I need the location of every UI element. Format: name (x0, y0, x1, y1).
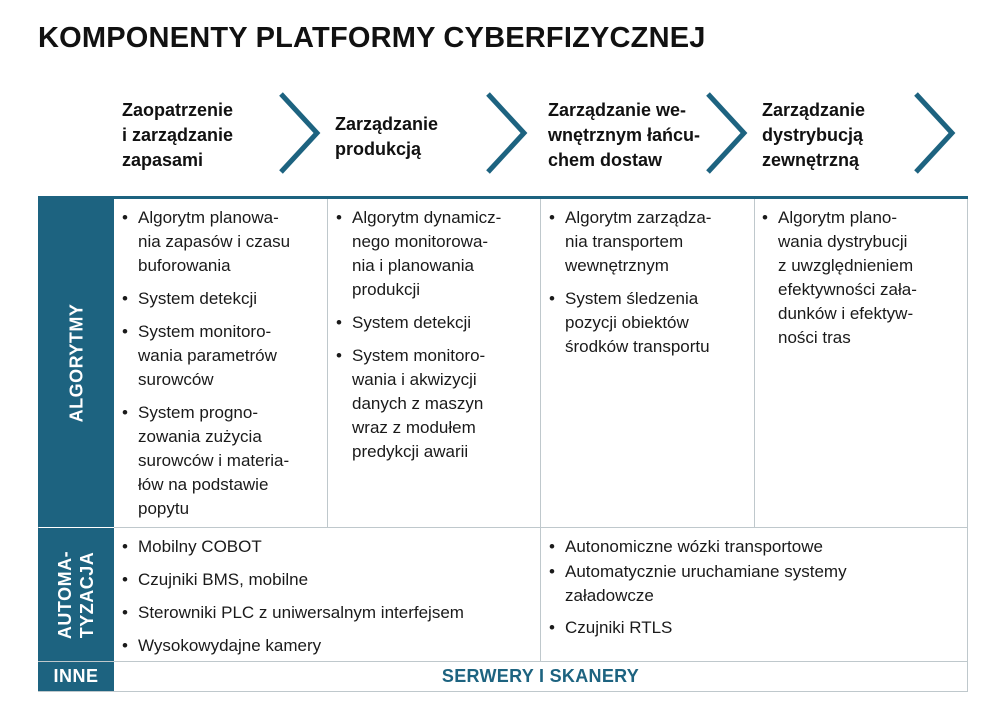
row-label-algorytmy: ALGORYTMY (38, 199, 114, 527)
stage-label-line: i zarządzanie (122, 125, 234, 145)
list-item: Algorytm plano-wania dystrybucji z uwzglę… (762, 206, 962, 350)
list-item-line: Czujniki BMS, mobilne (138, 570, 309, 589)
list-item-line: zowania zużycia (138, 427, 262, 446)
list-item: Czujniki RTLS (549, 616, 959, 640)
column-divider (540, 199, 541, 661)
list-item-line: System progno- (138, 403, 258, 422)
list-item-line: surowców i materia- (138, 451, 290, 470)
list-item-line: System monitoro- (352, 346, 486, 365)
list-item: System monitoro-wania parametrów surowców (122, 320, 322, 392)
row-divider (38, 661, 968, 662)
list-item-line: Algorytm plano- (778, 208, 898, 227)
list-item-line: ności tras (778, 328, 851, 347)
list-item-line: predykcji awarii (352, 442, 469, 461)
chevron-right-icon (706, 92, 748, 174)
list-item-line: Wysokowydajne kamery (138, 636, 322, 655)
list-item-line: nia zapasów i czasu (138, 232, 291, 251)
list-item-line: nego monitorowa- (352, 232, 489, 251)
stage-label-line: dystrybucją (762, 125, 864, 145)
algorithms-cell-distribution: Algorytm plano-wania dystrybucji z uwzglę… (762, 206, 962, 359)
list-item: Automatycznie uruchamiane systemy załadow… (549, 560, 959, 608)
list-item-line: produkcji (352, 280, 421, 299)
list-item: System progno-zowania zużycia surowców i … (122, 401, 322, 521)
list-item-line: Automatycznie uruchamiane systemy (565, 562, 847, 581)
table-top-rule (38, 196, 968, 199)
list-item: Algorytm zarządza-nia transportem wewnętr… (549, 206, 749, 278)
list-item-line: łów na podstawie (138, 475, 269, 494)
stage-label-line: zewnętrzną (762, 150, 860, 170)
list-item-line: wania parametrów (138, 346, 277, 365)
stage-label-line: Zarządzanie we- (548, 100, 687, 120)
list-item: Autonomiczne wózki transportowe (549, 535, 959, 559)
stage-label-line: chem dostaw (548, 150, 663, 170)
list-item-line: wraz z modułem (352, 418, 476, 437)
chevron-right-icon (486, 92, 528, 174)
column-divider (754, 199, 755, 527)
stage-label-line: produkcją (335, 139, 422, 159)
list-item: Algorytm dynamicz-nego monitorowa-nia i … (336, 206, 536, 302)
list-item-line: załadowcze (565, 586, 654, 605)
stage-label-line: Zaopatrzenie (122, 100, 234, 120)
list-item-line: Sterowniki PLC z uniwersalnym interfejse… (138, 603, 464, 622)
list-item-line: danych z maszyn (352, 394, 484, 413)
algorithms-cell-production: Algorytm dynamicz-nego monitorowa-nia i … (336, 206, 536, 473)
list-item-line: dunków i efektyw- (778, 304, 914, 323)
list-item-line: pozycji obiektów (565, 313, 689, 332)
chevron-right-icon (279, 92, 321, 174)
page-title: KOMPONENTY PLATFORMY CYBERFIZYCZNEJ (38, 22, 706, 54)
list-item: Sterowniki PLC z uniwersalnym interfejse… (122, 601, 532, 625)
list-item-line: wewnętrznym (565, 256, 669, 275)
list-item-line: nia i planowania (352, 256, 474, 275)
list-item: System detekcji (122, 287, 322, 311)
list-item: Czujniki BMS, mobilne (122, 568, 532, 592)
chevron-right-icon (914, 92, 956, 174)
list-item-line: środków transportu (565, 337, 710, 356)
list-item: System monitoro-wania i akwizycji danych … (336, 344, 536, 464)
stage-label: Zarządzanie produkcją (335, 112, 525, 162)
list-item: Mobilny COBOT (122, 535, 532, 559)
stage-label-line: wnętrznym łańcu- (548, 125, 701, 145)
list-item-line: wania i akwizycji (352, 370, 477, 389)
list-item-line: Czujniki RTLS (565, 618, 673, 637)
column-divider (327, 199, 328, 527)
algorithms-cell-supply: Algorytm planowa-nia zapasów i czasu bufo… (122, 206, 322, 530)
list-item: System detekcji (336, 311, 536, 335)
stage-label: Zarządzanie dystrybucją zewnętrzną (762, 98, 952, 173)
row-label-automatyzacja: AUTOMA- TYZACJA (38, 528, 114, 661)
list-item-line: System śledzenia (565, 289, 699, 308)
list-item-line: System detekcji (138, 289, 258, 308)
list-item-line: nia transportem (565, 232, 684, 251)
list-item: System śledzenia pozycji obiektów środków … (549, 287, 749, 359)
list-item-line: popytu (138, 499, 190, 518)
list-item-line: Algorytm zarządza- (565, 208, 712, 227)
row-label-inne: INNE (38, 662, 114, 691)
list-item-line: buforowania (138, 256, 231, 275)
algorithms-cell-internal-chain: Algorytm zarządza-nia transportem wewnętr… (549, 206, 749, 368)
list-item: Wysokowydajne kamery (122, 634, 532, 658)
list-item-line: z uwzględnieniem (778, 256, 914, 275)
list-item-line: wania dystrybucji (778, 232, 908, 251)
automation-cell-right: Autonomiczne wózki transportoweAutomatyc… (549, 535, 959, 641)
list-item-line: Mobilny COBOT (138, 537, 262, 556)
list-item-line: System monitoro- (138, 322, 272, 341)
list-item: Algorytm planowa-nia zapasów i czasu bufo… (122, 206, 322, 278)
stage-label: Zarządzanie we-wnętrznym łańcu-chem dost… (548, 98, 738, 173)
list-item-line: surowców (138, 370, 214, 389)
list-item-line: Algorytm planowa- (138, 208, 279, 227)
list-item-line: System detekcji (352, 313, 472, 332)
list-item-line: efektywności zała- (778, 280, 917, 299)
other-servers-scanners: SERWERY I SKANERY (441, 666, 640, 686)
stage-label-line: zapasami (122, 150, 204, 170)
list-item-line: Autonomiczne wózki transportowe (565, 537, 823, 556)
automation-cell-left: Mobilny COBOT Czujniki BMS, mobilneSterow… (122, 535, 532, 667)
stage-label-line: Zarządzanie (762, 100, 866, 120)
stage-label: Zaopatrzenie i zarządzanie zapasami (122, 98, 312, 173)
stage-label-line: Zarządzanie (335, 114, 439, 134)
list-item-line: Algorytm dynamicz- (352, 208, 502, 227)
